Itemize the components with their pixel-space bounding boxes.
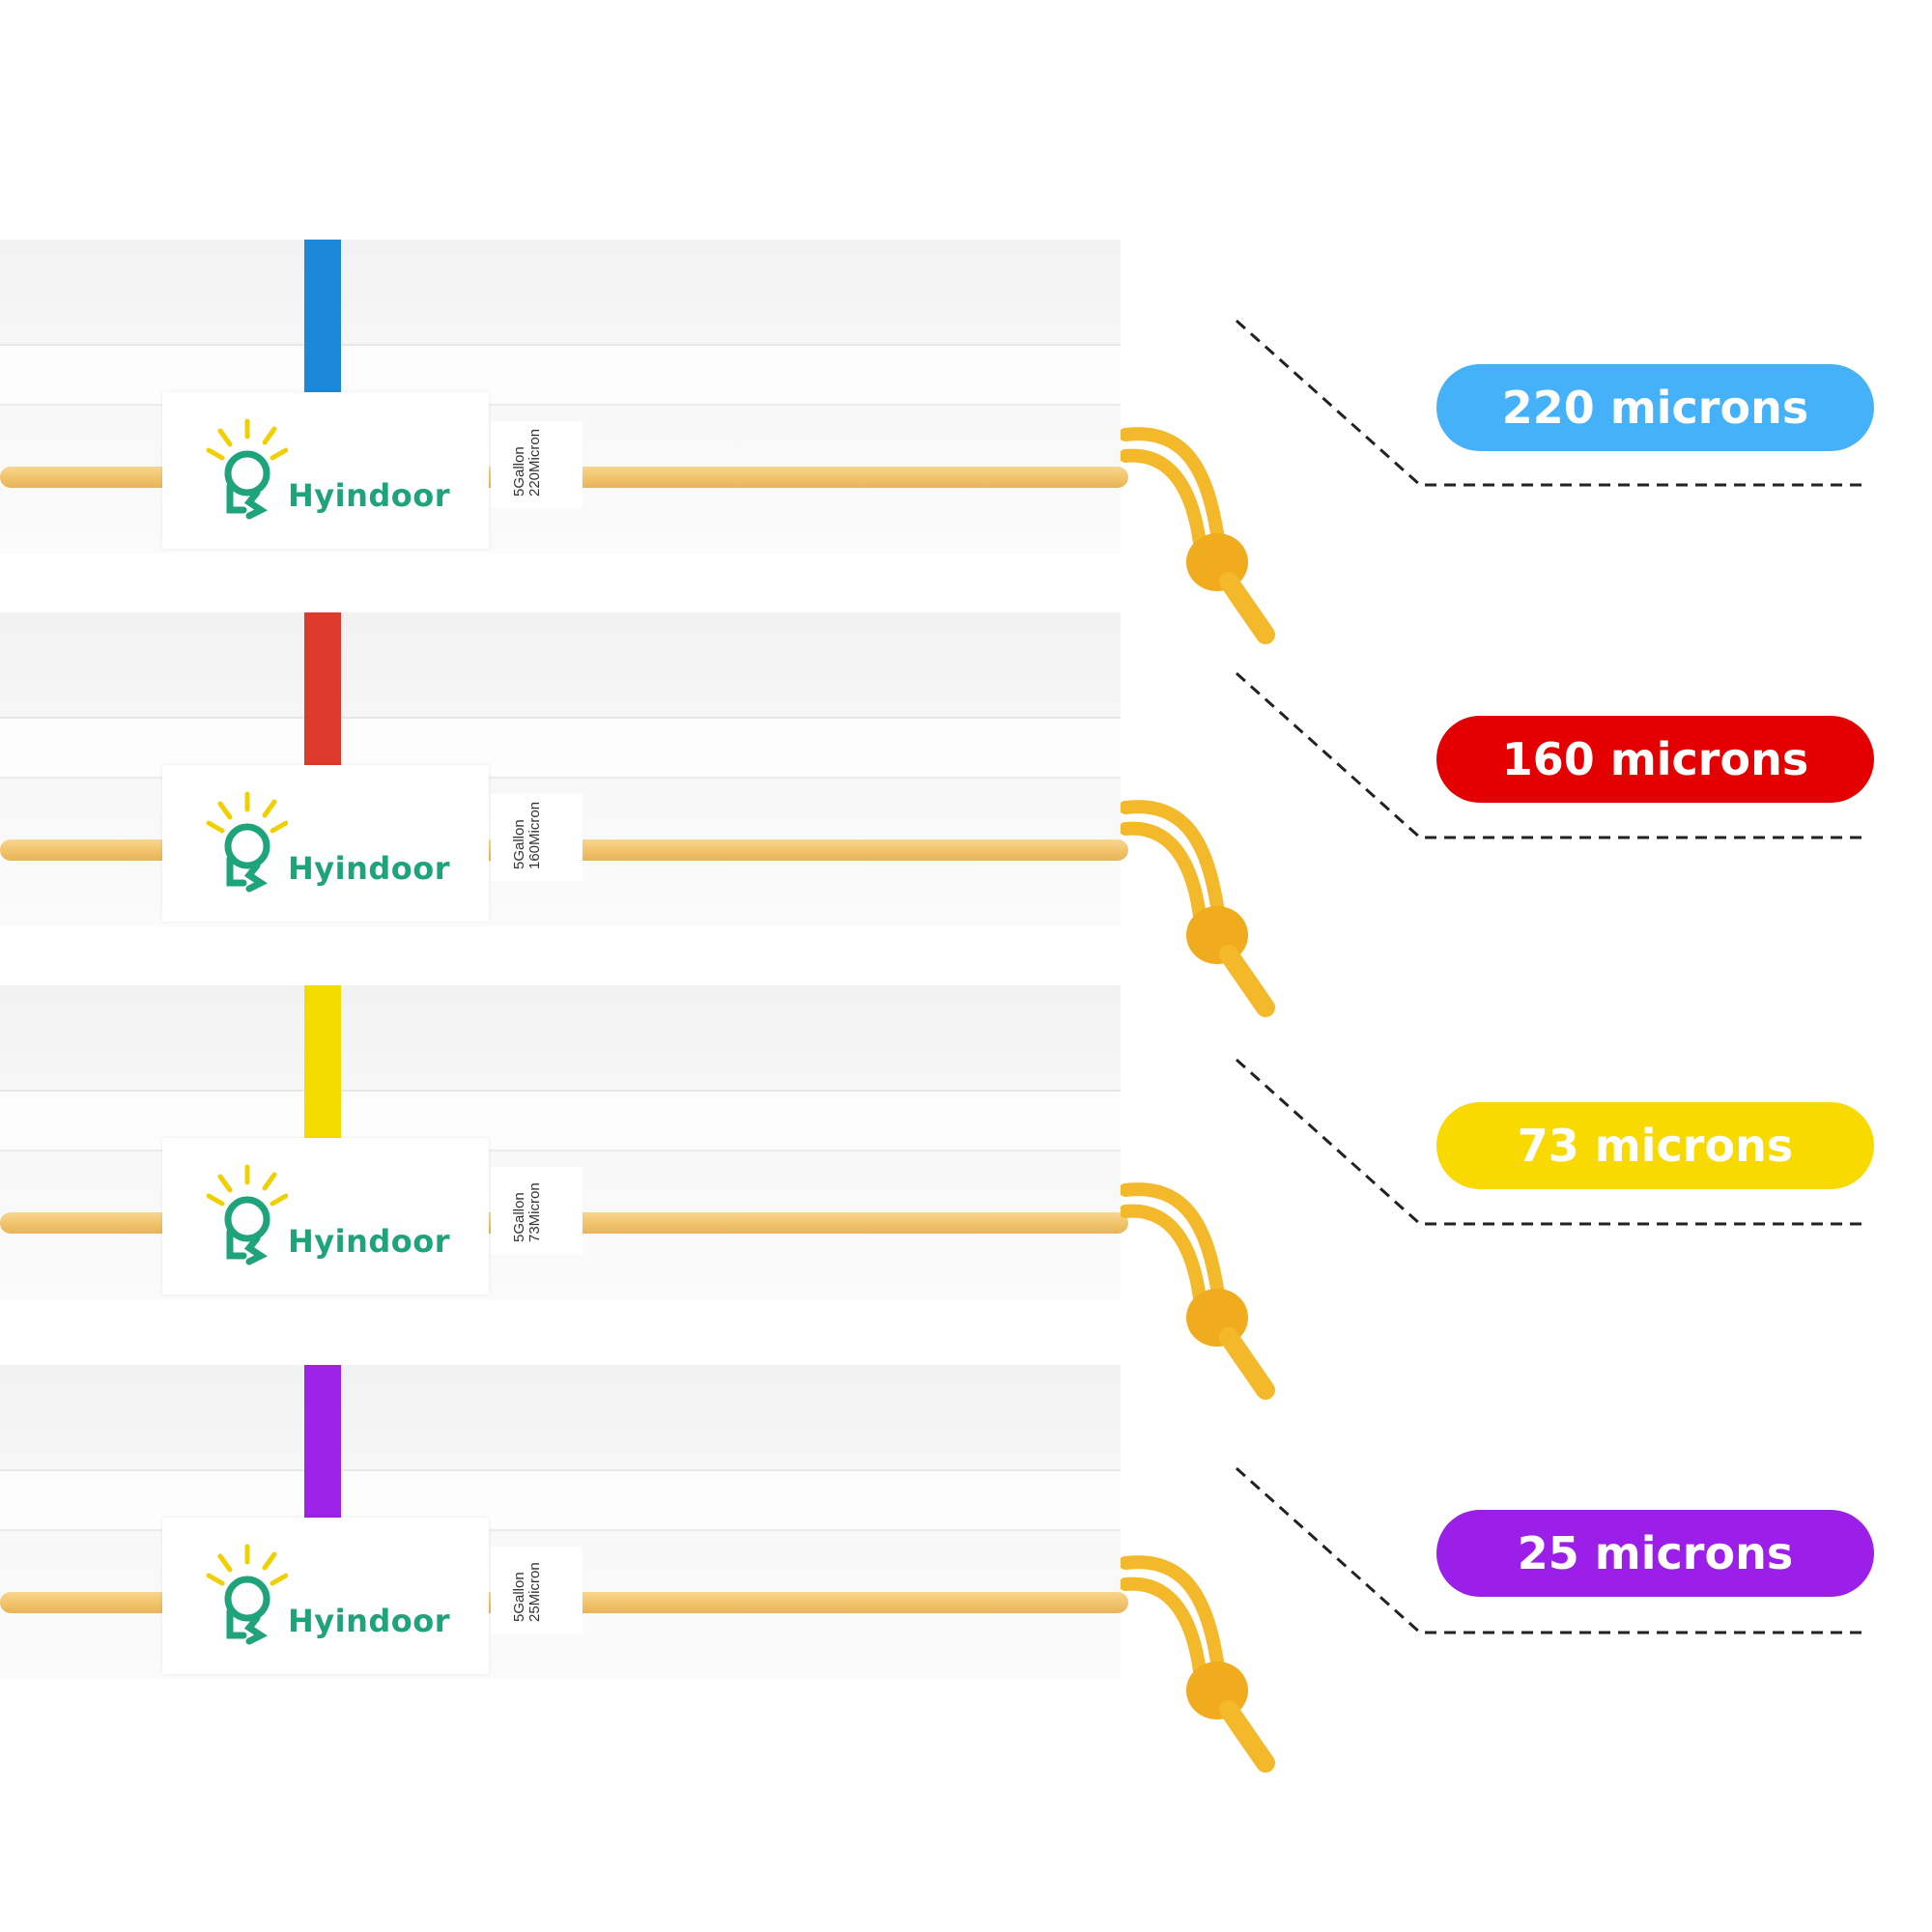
brand-name: Hyindoor (288, 1223, 451, 1260)
color-strip (304, 612, 341, 772)
brand-tag: Hyindoor (162, 1138, 489, 1294)
bag-seam (0, 404, 1121, 406)
dashed-leader-line (1235, 671, 1869, 839)
bag-seam (0, 1529, 1121, 1531)
cord-knot-icon (1121, 800, 1275, 1017)
cord-knot-icon (1121, 1182, 1275, 1400)
color-strip (304, 985, 341, 1145)
brand-tag: Hyindoor (162, 1518, 489, 1674)
micron-label-73: 73 microns (1436, 1102, 1874, 1189)
bag-seam (0, 344, 1121, 346)
brand-name: Hyindoor (288, 1603, 451, 1639)
color-strip (304, 1365, 341, 1524)
bag-seam (0, 1090, 1121, 1092)
bag-seam (0, 1150, 1121, 1151)
dashed-leader-line (1235, 319, 1869, 487)
brand-name: Hyindoor (288, 477, 451, 514)
bag-seam (0, 777, 1121, 779)
cord-knot-icon (1121, 427, 1275, 644)
brand-name: Hyindoor (288, 850, 451, 887)
lightbulb-logo-icon (206, 791, 288, 893)
cord-knot-icon (1121, 1555, 1275, 1773)
micron-label-220: 220 microns (1436, 364, 1874, 451)
color-strip (304, 240, 341, 399)
bag-seam (0, 717, 1121, 719)
bag-seam (0, 1469, 1121, 1471)
dashed-leader-line (1235, 1466, 1869, 1634)
brand-tag: Hyindoor (162, 765, 489, 922)
brand-tag: Hyindoor (162, 392, 489, 549)
lightbulb-logo-icon (206, 1544, 288, 1645)
micron-label-25: 25 microns (1436, 1510, 1874, 1597)
dashed-leader-line (1235, 1058, 1869, 1226)
lightbulb-logo-icon (206, 418, 288, 520)
lightbulb-logo-icon (206, 1164, 288, 1265)
micron-label-160: 160 microns (1436, 716, 1874, 803)
